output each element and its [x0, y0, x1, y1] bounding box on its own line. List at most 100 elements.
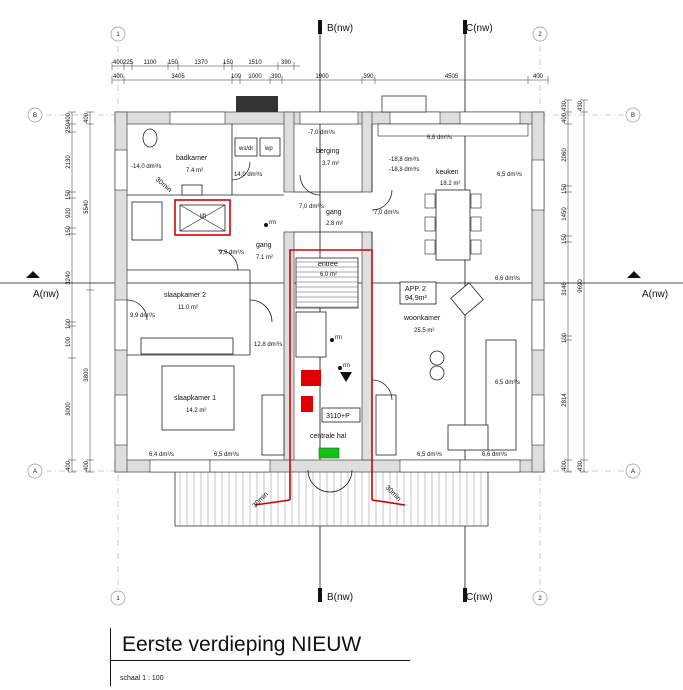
heat-pump-label: wp: [264, 146, 273, 152]
dimension-label: 9690: [578, 279, 584, 293]
dimension-label: 150: [562, 183, 568, 194]
room-slaapkamer-1-area: 14.2 m²: [186, 408, 206, 414]
room-slaapkamer-1: slaapkamer 1: [174, 395, 216, 402]
apartment-box: APP. 2 94,9m²: [399, 281, 437, 305]
section-label-c-bottom: C(nw): [466, 592, 493, 603]
vent-s1c: 6,5 dm³/s: [417, 452, 442, 458]
vent-wk1: 6,6 dm³/s: [495, 276, 520, 282]
fire-hose-icon: [301, 370, 321, 386]
shower-tray: [131, 201, 163, 241]
dimension-label: 390: [281, 60, 292, 66]
section-marker-c-top: [463, 20, 467, 34]
fire-rating-1: 30min: [154, 176, 173, 194]
dimension-label: 100: [66, 318, 72, 329]
dimension-label: 1510: [248, 60, 262, 66]
vent-gang-c: 9,9 dm³/s: [219, 250, 244, 256]
room-centrale-hal: centrale hal: [310, 433, 347, 440]
vent-wk2: 6,5 dm³/s: [495, 380, 520, 386]
apartment-area: 94,9m²: [405, 295, 427, 302]
room-badkamer: badkamer: [176, 155, 208, 162]
meter-box: [321, 407, 361, 423]
dimension-label: 400: [84, 460, 90, 471]
staircase: [295, 257, 359, 358]
dimension-label: 430: [578, 460, 584, 471]
room-keuken-area: 18.2 m²: [440, 181, 460, 187]
vent-keuk-a: 6,6 dm³/s: [427, 135, 452, 141]
bed-1: [161, 365, 235, 431]
section-label-a-left: A(nw): [33, 289, 59, 300]
side-table: [429, 350, 445, 366]
vent-keuk-3: 6,5 dm³/s: [497, 172, 522, 178]
section-label-a-right: A(nw): [642, 289, 668, 300]
dimension-label: 225: [123, 60, 134, 66]
section-marker-a-left: [26, 271, 40, 278]
dimension-label: 3000: [66, 402, 72, 416]
dimension-label: 100: [66, 336, 72, 347]
grid-bubble-b-right: B: [631, 113, 635, 119]
dimension-label: 1900: [315, 74, 329, 80]
dimension-label: 920: [66, 207, 72, 218]
fire-extinguisher-icon: [301, 396, 313, 412]
sofa: [485, 339, 517, 451]
grid-bubble-a-right: A: [631, 469, 635, 475]
dimension-label: 4505: [445, 74, 459, 80]
dimension-label: 430: [578, 100, 584, 111]
room-slaapkamer-2-area: 11.0 m²: [178, 305, 198, 311]
dimension-label: 400: [113, 60, 124, 66]
dimension-label: 400: [113, 74, 124, 80]
kitchen-counter: [377, 123, 529, 137]
room-badkamer-area: 7.4 m²: [186, 168, 203, 174]
vent-bad-2: 14,0 dm³/s: [234, 172, 262, 178]
emergency-exit-sign: [318, 447, 340, 459]
vent-s1d: 6,6 dm³/s: [482, 452, 507, 458]
vent-gang-b: 7,0 dm³/s: [374, 210, 399, 216]
smoke-vent-icon: [340, 372, 352, 382]
dimension-label: 150: [66, 189, 72, 200]
rm-label-1: rm: [269, 220, 276, 226]
dimension-label: 400: [562, 112, 568, 123]
dimension-label: 3146: [562, 282, 568, 296]
vent-slp2: 9,9 dm³/s: [130, 313, 155, 319]
vent-berg: -7,0 dm³/s: [308, 130, 335, 136]
dimension-label: 3800: [84, 368, 90, 382]
room-gang-2: gang: [326, 209, 342, 216]
sink: [181, 184, 203, 196]
dimension-label: 400: [562, 460, 568, 471]
dimension-label: 150: [223, 60, 234, 66]
dimension-label: 430: [562, 100, 568, 111]
balcony: [174, 469, 489, 527]
dimension-label: 1000: [248, 74, 262, 80]
dimension-column-left-2: 400 5540 3800 400: [84, 111, 94, 473]
room-gang-1: gang: [256, 242, 272, 249]
dimension-label: 390: [363, 74, 374, 80]
vent-gang-a: 7,0 dm³/s: [299, 204, 324, 210]
wardrobe: [261, 394, 285, 456]
room-gang-1-area: 7.1 m²: [256, 255, 273, 261]
section-marker-b-top: [318, 20, 322, 34]
dimension-label: 400: [84, 112, 90, 123]
section-marker-b-bottom: [318, 588, 322, 602]
vent-s1b: 6,5 dm³/s: [214, 452, 239, 458]
room-berging-area: 3.7 m²: [322, 161, 339, 167]
dimension-label: 5540: [84, 200, 90, 214]
dimension-label: 390: [271, 74, 282, 80]
grid-bubble-1-top: 1: [116, 32, 120, 38]
dimension-label: 2130: [66, 155, 72, 169]
dimension-label: 3240: [66, 271, 72, 285]
dimension-label: 1100: [144, 60, 158, 66]
dimension-label: 3405: [171, 74, 185, 80]
dimension-label: 150: [168, 60, 179, 66]
armchair: [450, 282, 484, 316]
lift: lift: [179, 204, 226, 232]
rm-label-3: rm: [343, 363, 350, 369]
bathroom-fixtures: ws/dr wp: [131, 123, 529, 241]
dimension-label: 1450: [562, 207, 568, 221]
dimension-label: 100: [231, 74, 242, 80]
dimension-label: 2814: [562, 393, 568, 407]
grid-bubbles: 1 2 1 2 B B A A: [27, 26, 641, 606]
bed-2: [140, 337, 234, 355]
section-marker-a-right: [627, 271, 641, 278]
